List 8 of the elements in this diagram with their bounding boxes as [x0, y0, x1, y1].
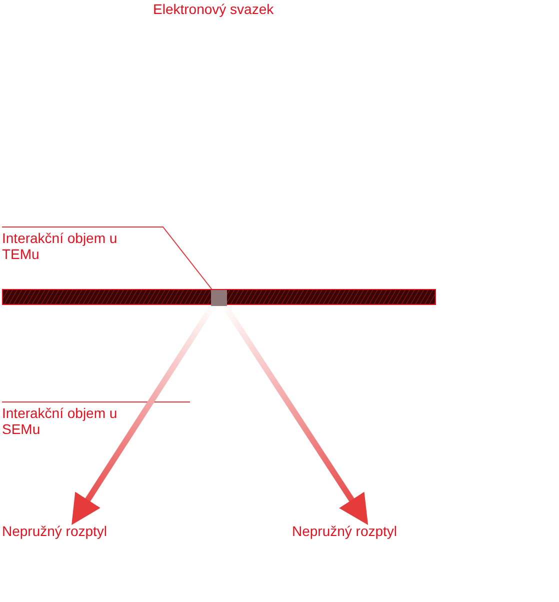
beam-label: Elektronový svazek: [153, 1, 274, 17]
leader-line: [2, 226, 212, 290]
annotation-text: Nepružný rozptyl: [2, 523, 108, 539]
interaction-volume: [211, 290, 227, 306]
specimen-bar: [2, 289, 436, 305]
annotation-text: Interakční objem u TEMu: [2, 230, 118, 262]
annotation-text: Nepružný rozptyl: [292, 523, 398, 539]
annotation-text: Interakční objem u SEMu: [2, 405, 118, 437]
